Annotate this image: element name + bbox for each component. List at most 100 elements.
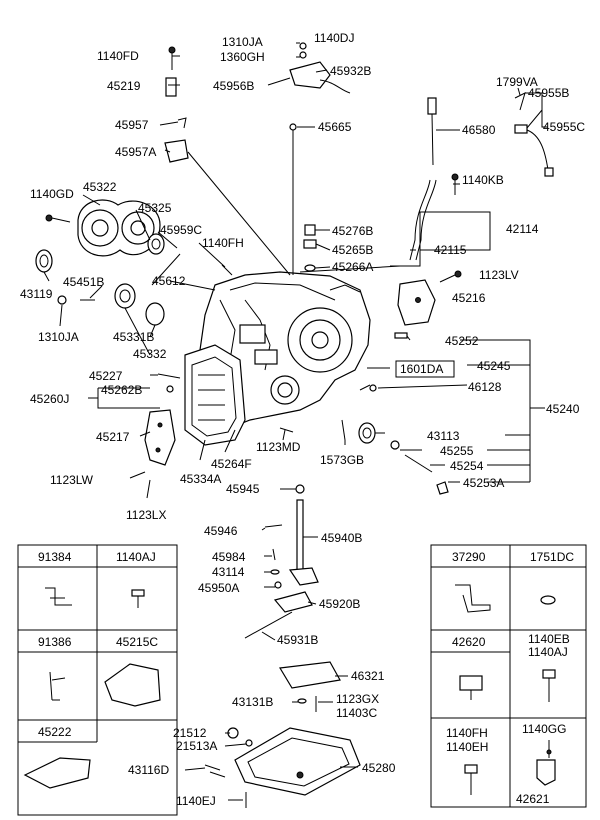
callout-45940B: 45940B (321, 531, 362, 545)
dipstick-tube (409, 97, 437, 261)
right-table-cell-0: 37290 (452, 550, 486, 564)
callout-1310JA-top: 1310JA (222, 35, 263, 49)
callout-21512: 21512 (173, 726, 207, 740)
bolt-1140AJ-icon (131, 589, 145, 608)
detent-lever (244, 591, 313, 639)
callout-45254: 45254 (450, 459, 484, 473)
pump-45332 (114, 283, 136, 309)
bolt-45957-icon (177, 117, 187, 129)
valve-body-cover (184, 344, 246, 446)
callout-45451B: 45451B (63, 275, 104, 289)
bolt-1140EB-icon (542, 669, 556, 702)
callout-45265B: 45265B (332, 243, 373, 257)
callout-1140FH: 1140FH (202, 236, 244, 250)
oil-pan-45280 (234, 727, 361, 796)
right-table-cell-4: 1140AJ (528, 645, 568, 659)
callout-45932B: 45932B (330, 64, 371, 78)
callout-1601DA: 1601DA (400, 362, 443, 376)
bolt-1140FD-icon (168, 46, 176, 70)
connector-42620-icon (459, 675, 483, 700)
callout-43114: 43114 (212, 565, 245, 579)
harness-45932B (289, 42, 351, 94)
right-table-cell-5: 1140FH (446, 726, 488, 740)
sensor-42621-icon (536, 740, 556, 786)
housing-45322 (77, 199, 161, 257)
seal-45325 (147, 233, 165, 255)
callout-45260J: 45260J (30, 392, 69, 406)
clip-91386-icon (49, 671, 66, 701)
right-table-cell-2: 42620 (452, 635, 486, 649)
speed-sensor (514, 92, 554, 177)
strainer-46321 (279, 661, 341, 689)
callout-1360GH: 1360GH (220, 50, 265, 64)
seal-43119 (35, 249, 53, 273)
bracket-45217 (144, 409, 176, 466)
callout-1140DJ: 1140DJ (314, 31, 354, 45)
manual-shaft-45940B (288, 484, 319, 586)
callout-45255: 45255 (440, 444, 474, 458)
callout-45262B: 45262B (101, 383, 142, 397)
seal-43113 (358, 422, 376, 444)
callout-1123LX: 1123LX (126, 508, 166, 522)
callout-1140FD: 1140FD (97, 49, 139, 63)
bolt-1310JA-icon (57, 295, 67, 305)
callout-45931B: 45931B (277, 633, 318, 647)
bolt-45262B-icon (166, 385, 174, 393)
callout-labels: 1310JA 1140DJ 1360GH 45932B 45956B 1140F… (20, 31, 585, 808)
callout-46580: 46580 (462, 123, 496, 137)
callout-42115: 42115 (434, 243, 467, 257)
callout-45264F: 45264F (211, 457, 252, 471)
callout-11403C: 11403C (336, 706, 377, 720)
callout-45957: 45957 (115, 118, 149, 132)
callout-42114: 42114 (506, 222, 539, 236)
callout-45280: 45280 (362, 761, 396, 775)
left-table-cell-0: 91384 (38, 550, 72, 564)
bracket-37290-icon (455, 584, 491, 613)
right-table-cell-3: 1140EB (528, 632, 570, 646)
left-table-cell-2: 91386 (38, 635, 72, 649)
o-ring-1751DC-icon (540, 595, 556, 605)
bolt-45219-icon (165, 77, 177, 97)
bracket-45957A-icon (164, 139, 189, 163)
callout-45946: 45946 (204, 524, 238, 538)
callout-45612: 45612 (152, 274, 186, 288)
part-45253A (436, 481, 449, 495)
callout-45227: 45227 (89, 369, 123, 383)
part-21513A (245, 739, 253, 747)
part-45265B (303, 239, 317, 249)
part-46128 (369, 384, 377, 392)
shaft-45254 (404, 454, 433, 473)
callout-45956B: 45956B (213, 79, 254, 93)
bolt-1123MD-icon (279, 427, 294, 433)
bolt-1140GD-icon (45, 214, 71, 223)
clip-91384-icon (45, 587, 72, 606)
bolt-1123LX-icon (146, 479, 151, 499)
callout-1601DA-box (395, 360, 455, 378)
callout-1140EJ: 1140EJ (176, 794, 216, 808)
bolt-45984-icon (272, 548, 276, 561)
callout-45217: 45217 (96, 430, 130, 444)
callout-45959C: 45959C (160, 223, 202, 237)
bolt-1140KB-icon (451, 173, 459, 195)
bolt-45227-icon (157, 373, 181, 379)
bracket-45222-icon (23, 757, 91, 789)
callout-45957A: 45957A (115, 145, 156, 159)
callout-1140GD: 1140GD (30, 187, 74, 201)
bolt-1123LV-icon (439, 270, 462, 283)
callout-45245: 45245 (477, 359, 511, 373)
bolt-45946-icon (264, 524, 283, 528)
o-ring-45331B (145, 302, 165, 326)
part-45276B (304, 224, 316, 236)
callout-45252: 45252 (445, 334, 479, 348)
callout-21513A: 21513A (176, 739, 217, 753)
callout-45253A: 45253A (463, 476, 504, 490)
callout-1799VA: 1799VA (496, 75, 538, 89)
callout-43113: 43113 (427, 429, 460, 443)
bolts (45, 46, 462, 808)
bolt-1140FH-icon (464, 764, 478, 795)
leader-lines (43, 42, 548, 801)
right-table-cell-1: 1751DC (530, 550, 574, 564)
callout-45920B: 45920B (319, 597, 360, 611)
